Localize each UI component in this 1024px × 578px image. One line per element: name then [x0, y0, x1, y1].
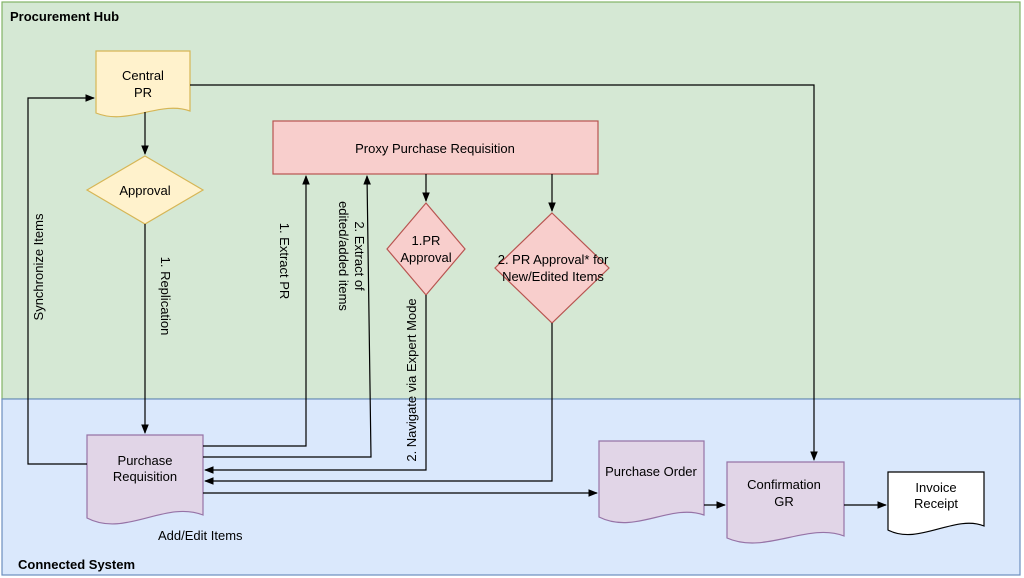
add-edit-items-label: Add/Edit Items: [158, 528, 243, 543]
replication-label: 1. Replication: [158, 257, 173, 336]
confirmation-gr-label-line1: Confirmation: [747, 477, 821, 492]
purchase-requisition-label-line1: Purchase: [118, 453, 173, 468]
edge-extract-edited: [203, 175, 372, 458]
extract-edited-label-line2: edited/added items: [336, 201, 351, 311]
edge-pr-approval-2-to-requisition: [204, 323, 553, 485]
synchronize-items-label: Synchronize Items: [31, 213, 46, 320]
procurement-hub-label: Procurement Hub: [10, 9, 119, 24]
extract-edited-label-line1: 2. Extract of: [352, 221, 367, 291]
proxy-purchase-requisition-box[interactable]: [272, 120, 599, 175]
central-pr-document[interactable]: [95, 50, 191, 118]
purchase-order-label: Purchase Order: [605, 464, 697, 479]
navigate-expert-mode-label: 2. Navigate via Expert Mode: [404, 298, 419, 461]
edge-central-to-confirmation: [190, 84, 818, 461]
pr-approval-1-label-line2: Approval: [400, 250, 451, 265]
edge-synchronize-items: [27, 94, 95, 465]
invoice-receipt-label-line1: Invoice: [915, 480, 956, 495]
central-pr-label-line2: PR: [134, 85, 152, 100]
pr-approval-2-label-line1: 2. PR Approval* for: [498, 252, 609, 267]
extract-pr-label: 1. Extract PR: [277, 223, 292, 300]
purchase-requisition-label-line2: Requisition: [113, 469, 177, 484]
purchase-order-document[interactable]: [598, 440, 705, 524]
connected-system-label: Connected System: [18, 557, 135, 572]
purchase-requisition-document[interactable]: [86, 434, 204, 525]
invoice-receipt-document[interactable]: [887, 471, 985, 536]
confirmation-gr-label-line2: GR: [774, 494, 794, 509]
invoice-receipt-label-line2: Receipt: [914, 496, 958, 511]
pr-approval-1-label-line1: 1.PR: [412, 233, 441, 248]
approval-label: Approval: [119, 183, 170, 198]
central-pr-label-line1: Central: [122, 68, 164, 83]
pr-approval-2-label-line2: New/Edited Items: [502, 269, 604, 284]
proxy-purchase-requisition-label: Proxy Purchase Requisition: [355, 141, 515, 156]
edge-extract-pr: [203, 175, 310, 447]
confirmation-gr-document[interactable]: [726, 461, 845, 544]
edge-navigate-expert-mode: [204, 295, 427, 474]
